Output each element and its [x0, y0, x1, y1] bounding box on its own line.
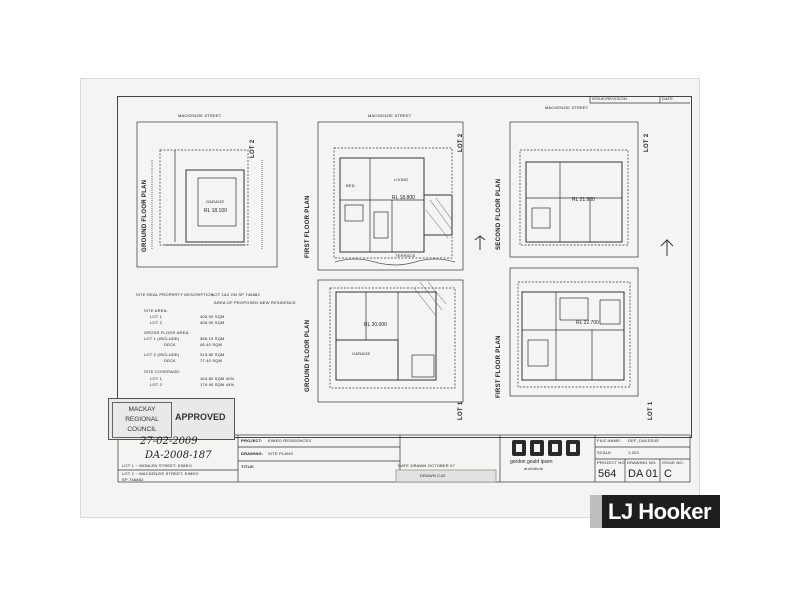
scale-value: 1:200 — [628, 450, 640, 455]
lot-2-label-middle: LOT 2 — [458, 133, 464, 152]
deck-lot2: DECK — [164, 358, 176, 363]
first-floor-plan-label-top: FIRST FLOOR PLAN — [305, 195, 311, 258]
deck-lot2-value: 77.40 SQM — [200, 358, 223, 363]
deck-lot1: DECK — [164, 342, 176, 347]
coverage-lot2: LOT 2 — [150, 382, 163, 387]
firm-name: gordon gould ipsen — [510, 459, 553, 465]
site-area-lot1-value: 405.00 SQM — [200, 314, 225, 319]
gross-lot1-value: 356.10 SQM — [200, 336, 225, 341]
location-line-3: SP 746882 — [122, 477, 144, 482]
date-header: DATE — [662, 96, 674, 101]
firm-subtitle: architects — [524, 466, 544, 471]
lj-hooker-logo: LJ Hooker — [590, 495, 720, 528]
gross-floor-label: GROSS FLOOR AREA: — [144, 330, 190, 335]
project-no-label: PROJECT NO: — [597, 460, 627, 465]
garage-room-label-bottom: GARAGE — [352, 351, 371, 356]
ground-floor-plan-label-bottom: GROUND FLOOR PLAN — [305, 319, 311, 392]
site-description-value: LOT 1&2 ON SP 746882 — [212, 292, 260, 297]
coverage-lot1: LOT 1 — [150, 376, 163, 381]
scale-label: SCALE: — [597, 450, 613, 455]
site-area-lot1: LOT 1 — [150, 314, 163, 319]
gross-lot2: LOT 2 (INCLUDE) — [144, 352, 180, 357]
rl-first-floor-top: RL 18.800 — [392, 195, 415, 201]
site-area-lot2-value: 405.00 SQM — [200, 320, 225, 325]
coverage-lot2-value: 179.40 SQM 44% — [200, 382, 235, 387]
site-area-lot2: LOT 2 — [150, 320, 163, 325]
council-name-box: MACKAY REGIONAL COUNCIL — [112, 402, 172, 438]
rl-second-floor: RL 21.900 — [572, 197, 595, 203]
lot-1-label-middle: LOT 1 — [458, 401, 464, 420]
date-drawn: DATE DRAWN OCTOBER 07 — [398, 463, 456, 468]
issue-revision-header: ISSUE/REVISION — [592, 96, 628, 101]
street-label-middle: MACKENZIE STREET — [368, 113, 412, 118]
council-line-3: COUNCIL — [127, 426, 157, 433]
council-line-2: REGIONAL — [125, 416, 159, 423]
ground-floor-plan-label-left: GROUND FLOOR PLAN — [142, 179, 148, 252]
lot-1-label-right: LOT 1 — [648, 401, 654, 420]
handwritten-date: 27-02-2009 — [140, 436, 198, 447]
file-name-label: FILE NAME: — [597, 438, 622, 443]
project-label: PROJECT: — [241, 438, 263, 443]
logo-brand-text: LJ Hooker — [608, 499, 712, 524]
handwritten-reference: DA-2008-187 — [145, 450, 212, 461]
gross-lot1: LOT 1 (INCLUDE) — [144, 336, 180, 341]
coverage-lot1-value: 164.80 SQM 40% — [200, 376, 235, 381]
living-room-label-top: LIVING — [394, 177, 409, 182]
approved-text: APPROVED — [175, 412, 226, 422]
title-label: TITLE: — [241, 464, 255, 469]
area-note: AREA OF PROPOSED NEW RESIDENCE — [214, 300, 297, 305]
lot-2-label-right: LOT 2 — [644, 133, 650, 152]
second-floor-plan-label: SECOND FLOOR PLAN — [496, 178, 502, 250]
location-line-1: LOT 1 ~ MONLEN STREET, EIMEO — [122, 463, 192, 468]
garage-room-label: GARAGE — [206, 199, 225, 204]
drawn-by: DRAWN CJD — [420, 473, 446, 478]
site-description-label: SITE REAL PROPERTY DESCRIPTION — [136, 292, 214, 297]
plan-sheet — [80, 78, 700, 518]
street-label-right: MACKENZIE STREET — [545, 105, 589, 110]
drawing-label: DRAWING: — [241, 451, 264, 456]
first-floor-plan-label-bottom: FIRST FLOOR PLAN — [496, 335, 502, 398]
drawing-no-label: DRAWING NO: — [627, 460, 657, 465]
site-coverage-label: SITE COVERAGE: — [144, 369, 181, 374]
street-label-left: MACKENZIE STREET — [178, 113, 222, 118]
project-value: EIMEO RESIDENCES — [268, 438, 312, 443]
drawing-value: SITE PLANS — [268, 451, 294, 456]
drawing-number: DA 01 — [628, 468, 658, 480]
gross-lot2-value: 313.80 SQM — [200, 352, 225, 357]
rl-garage-label: RL 18.100 — [204, 208, 227, 214]
council-line-1: MACKAY — [128, 406, 156, 413]
site-area-label: SITE AREA: — [144, 308, 168, 313]
file-name-value: DEF_DA/ISSUE — [628, 438, 660, 443]
drawing-frame — [117, 96, 692, 438]
issue-number: C — [664, 468, 672, 480]
lot-2-label-left: LOT 2 — [250, 139, 256, 158]
terrace-label: TERRACE — [395, 253, 416, 258]
project-number: 564 — [598, 468, 617, 480]
bed-room-label-top: BED — [346, 183, 355, 188]
rl-ground-floor-bottom: RL 20.000 — [364, 322, 387, 328]
issue-no-label: ISSUE NO: — [662, 460, 685, 465]
deck-lot1-value: 48.40 SQM — [200, 342, 223, 347]
location-line-2: LOT 2 ~ MACKENZIE STREET, EIMEO — [122, 471, 199, 476]
rl-first-floor-bottom: RL 22.700 — [576, 320, 599, 326]
logo-mark — [590, 495, 602, 528]
council-approval-stamp: MACKAY REGIONAL COUNCIL APPROVED — [108, 398, 235, 440]
